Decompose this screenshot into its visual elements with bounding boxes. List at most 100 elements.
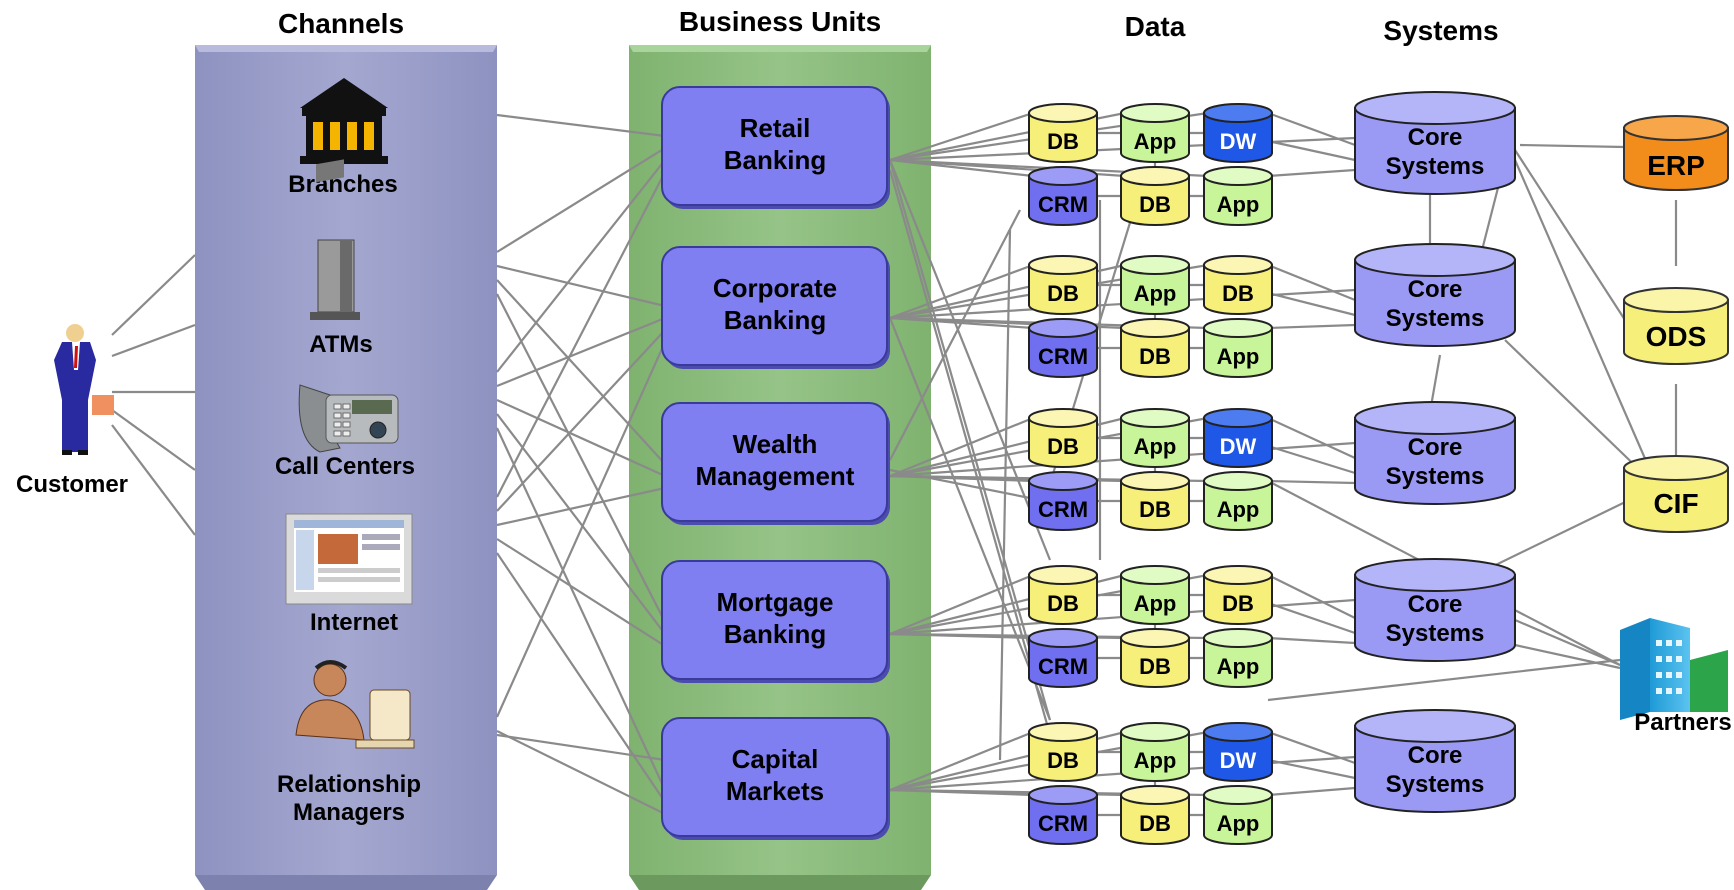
connector-line <box>496 730 666 815</box>
data-cylinder-label: DB <box>1222 281 1254 306</box>
data-cylinder-crm: CRM <box>1028 471 1098 531</box>
data-cylinder-crm: CRM <box>1028 166 1098 226</box>
core-systems-line2: Systems <box>1386 463 1485 490</box>
connector-line <box>496 171 666 498</box>
connector-line <box>889 416 1034 478</box>
ods-label: ODS <box>1646 321 1707 352</box>
data-cylinder-label: DB <box>1139 654 1171 679</box>
bu-label-line1: Wealth <box>733 429 818 459</box>
data-cylinder-label: App <box>1134 434 1177 459</box>
header-data: Data <box>1125 11 1186 42</box>
header-business-units: Business Units <box>679 6 881 37</box>
connector-line <box>1267 444 1356 475</box>
bu-label-line1: Mortgage <box>717 587 834 617</box>
ods-cylinder: ODS <box>1623 287 1729 365</box>
connector-line <box>1267 730 1356 765</box>
connector-line <box>1478 179 1502 259</box>
connector-line <box>496 552 666 803</box>
connector-line <box>1514 618 1621 667</box>
connector-line <box>1514 149 1626 321</box>
core-systems-cylinders: CoreSystemsCoreSystemsCoreSystemsCoreSys… <box>1354 91 1516 813</box>
data-cylinder-app: App <box>1120 565 1190 625</box>
connector-line <box>1267 601 1356 635</box>
bu-label-line2: Banking <box>724 305 827 335</box>
data-cylinder-label: DB <box>1047 748 1079 773</box>
bu-label-line2: Banking <box>724 145 827 175</box>
data-cylinder-app: App <box>1203 166 1273 226</box>
data-cylinder-label: DW <box>1220 434 1257 459</box>
connector-line <box>1267 758 1356 780</box>
connector-line <box>889 468 1041 502</box>
connector-line <box>496 486 666 527</box>
connector-line <box>1267 263 1356 302</box>
data-cylinder-app: App <box>1203 785 1273 845</box>
connector-line <box>1513 159 1652 471</box>
connector-line <box>1267 111 1356 147</box>
channel-atms-label: ATMs <box>309 331 373 358</box>
bu-label-line1: Corporate <box>713 273 837 303</box>
data-cylinder-app: App <box>1203 471 1273 531</box>
bu-label-line2: Banking <box>724 619 827 649</box>
connector-line <box>1267 139 1356 162</box>
data-cylinder-label: DW <box>1220 748 1257 773</box>
connector-line <box>1267 417 1356 459</box>
channel-call-centers-label: Call Centers <box>275 453 415 480</box>
atm-kiosk-icon <box>310 159 360 320</box>
connector-line <box>496 329 666 512</box>
bu-label-line2: Management <box>696 461 855 491</box>
data-cylinder-db: DB <box>1028 565 1098 625</box>
connector-line <box>496 733 666 762</box>
connector-line <box>496 316 666 388</box>
customer-label: Customer <box>16 471 128 498</box>
data-cylinder-crm: CRM <box>1028 628 1098 688</box>
header-channels: Channels <box>278 8 404 39</box>
data-cylinder-db: DB <box>1203 255 1273 315</box>
data-cylinder-label: App <box>1217 192 1260 217</box>
data-cylinder-label: DB <box>1139 192 1171 217</box>
core-systems-line2: Systems <box>1386 620 1485 647</box>
connector-line <box>1267 479 1356 485</box>
data-cylinder-label: DB <box>1139 344 1171 369</box>
data-cylinder-label: App <box>1134 591 1177 616</box>
data-cylinder-label: DB <box>1047 129 1079 154</box>
data-cylinder-label: App <box>1134 748 1177 773</box>
data-cylinder-label: DW <box>1220 129 1257 154</box>
data-cylinder-dw: DW <box>1203 103 1273 163</box>
data-cylinder-app: App <box>1120 255 1190 315</box>
channel-internet-label: Internet <box>310 609 398 636</box>
data-cylinder-db: DB <box>1028 408 1098 468</box>
data-cylinder-app: App <box>1120 408 1190 468</box>
connector-line <box>1474 489 1651 576</box>
business-unit-boxes: RetailBankingCorporateBankingWealthManag… <box>661 86 890 840</box>
connector-line <box>888 159 1052 721</box>
data-cylinder-crm: CRM <box>1028 318 1098 378</box>
data-cylinder-label: App <box>1134 129 1177 154</box>
data-cylinder-label: App <box>1217 654 1260 679</box>
connector-line <box>1267 658 1621 702</box>
data-cylinder-label: DB <box>1139 811 1171 836</box>
connector-line <box>496 398 666 478</box>
data-cylinder-label: App <box>1134 281 1177 306</box>
connector-line <box>1519 143 1625 149</box>
data-cylinder-db: DB <box>1120 628 1190 688</box>
connector-line <box>496 159 666 373</box>
connector-line <box>496 538 666 647</box>
connector-line <box>889 730 1034 792</box>
bu-label-line2: Markets <box>726 776 824 806</box>
connector-line <box>888 317 1052 721</box>
connector-line <box>496 427 666 791</box>
data-cylinder-label: App <box>1217 344 1260 369</box>
data-cylinder-app: App <box>1120 722 1190 782</box>
connector-line <box>496 293 666 623</box>
connector-line <box>496 264 666 308</box>
